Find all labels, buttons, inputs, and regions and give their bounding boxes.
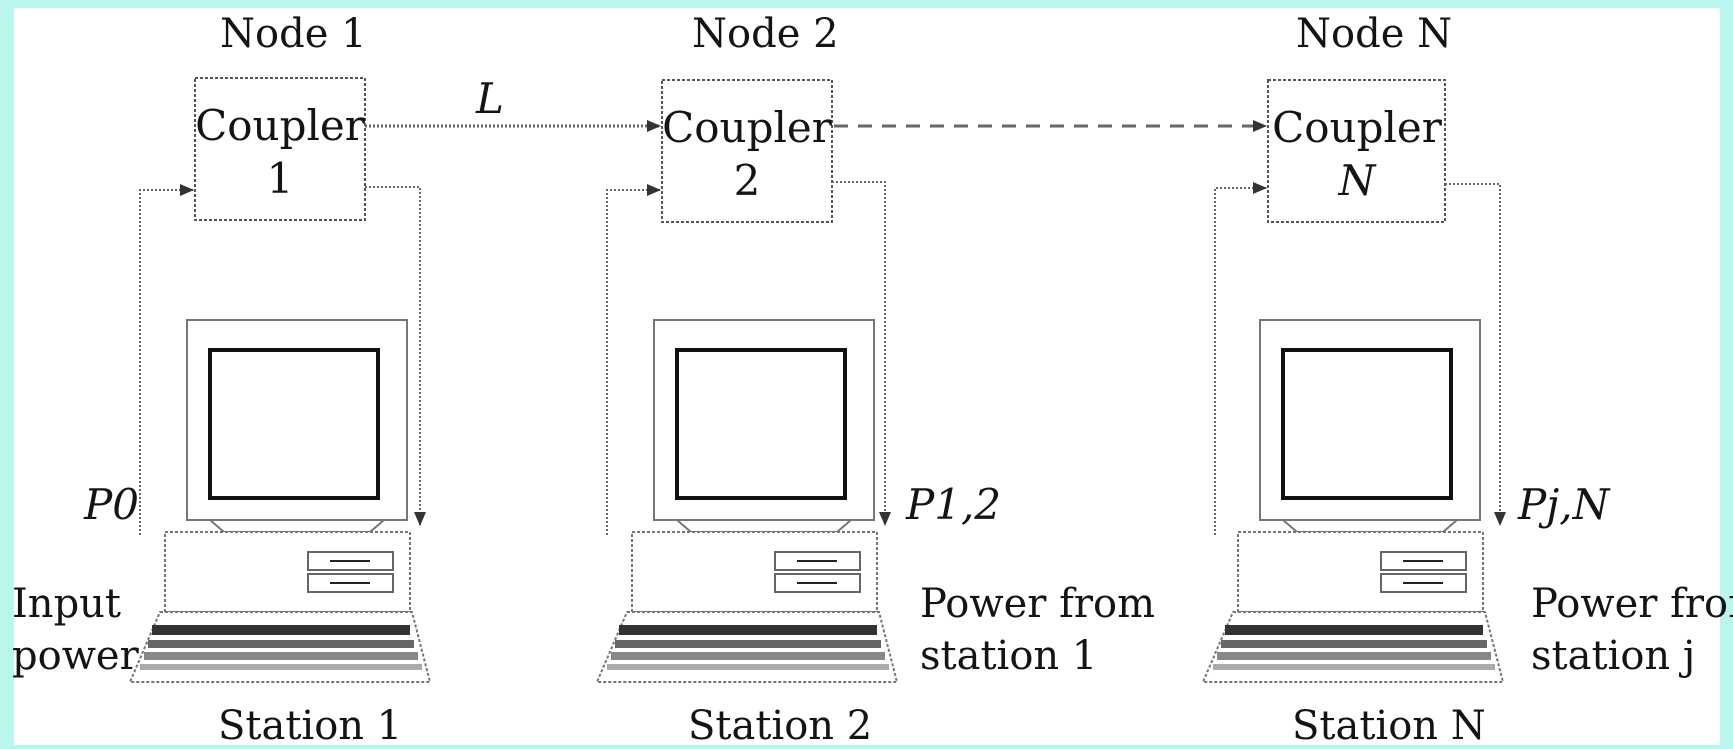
computer-icon bbox=[597, 320, 897, 682]
link-length-label: L bbox=[476, 78, 504, 120]
node-2-title: Node 2 bbox=[692, 14, 839, 54]
power-from-j-line1: Power from bbox=[1531, 578, 1733, 630]
power-symbol-j-n: Pj,N bbox=[1518, 484, 1609, 526]
node-n-title: Node N bbox=[1296, 14, 1452, 54]
input-path-1 bbox=[140, 190, 193, 535]
input-power-caption-line1: Input bbox=[12, 578, 139, 630]
coupler-2-line1: Coupler bbox=[662, 102, 832, 155]
power-from-j-line2: station j bbox=[1531, 630, 1733, 682]
input-power-symbol: P0 bbox=[84, 484, 139, 526]
power-symbol-1-2: P1,2 bbox=[906, 484, 1001, 526]
coupler-1-line1: Coupler bbox=[195, 100, 365, 153]
node-1-title: Node 1 bbox=[220, 14, 367, 54]
power-from-1-line2: station 1 bbox=[920, 630, 1155, 682]
coupler-n-line2: N bbox=[1272, 155, 1442, 208]
coupler-n-line1: Coupler bbox=[1272, 102, 1442, 155]
input-power-caption: Input power bbox=[12, 578, 139, 682]
coupler-2-label: Coupler 2 bbox=[662, 102, 832, 207]
coupler-1-line2: 1 bbox=[195, 153, 365, 206]
node-n-title-word: Node N bbox=[1296, 11, 1452, 57]
input-power-caption-line2: power bbox=[12, 630, 139, 682]
input-path-2 bbox=[607, 190, 660, 535]
computer-icon bbox=[1203, 320, 1503, 682]
coupler-n-label: Coupler N bbox=[1272, 102, 1442, 207]
power-from-station-j-caption: Power from station j bbox=[1531, 578, 1733, 682]
station-2-label: Station 2 bbox=[688, 706, 872, 746]
station-1-label: Station 1 bbox=[218, 706, 402, 746]
coupler-2-line2: 2 bbox=[662, 155, 832, 208]
input-path-n bbox=[1215, 188, 1266, 535]
power-from-1-line1: Power from bbox=[920, 578, 1155, 630]
station-n-label: Station N bbox=[1292, 706, 1486, 746]
computer-icon bbox=[130, 320, 430, 682]
coupler-1-label: Coupler 1 bbox=[195, 100, 365, 205]
power-from-station-1-caption: Power from station 1 bbox=[920, 578, 1155, 682]
